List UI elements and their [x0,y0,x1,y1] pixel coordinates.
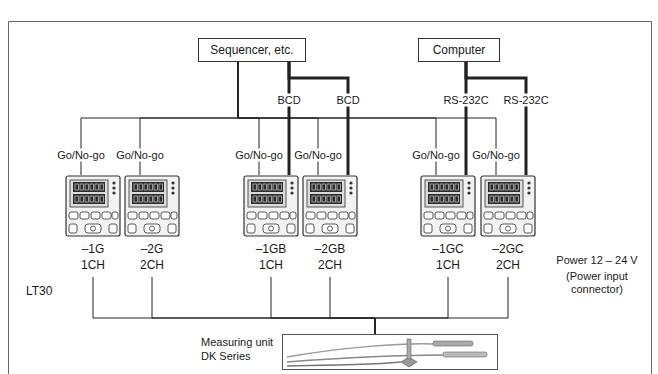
frame-border [9,22,652,374]
signal-label: Go/No-go [470,149,522,162]
model-name: LT30 [26,284,52,299]
node-text: –1G [64,241,122,257]
signal-line [271,277,375,334]
node-text: 2CH [123,257,181,273]
controller-unit: –1G1CH [65,175,121,274]
node-text: Computer [433,43,486,57]
device-box: Sequencer, etc. [198,38,306,62]
node-text: Measuring unit DK Series [201,335,277,363]
controller-unit: –2G2CH [124,175,180,274]
probe-photo [283,335,497,369]
signal-line [375,277,508,334]
controller-illustration [480,175,536,237]
signal-label: Go/No-go [410,149,462,162]
signal-label: RS-232C [501,94,550,107]
signal-line [375,277,448,334]
controller-illustration [65,175,121,237]
signal-label: Go/No-go [292,149,344,162]
node-text: –1GB [242,241,300,257]
signal-label: BCD [275,94,302,107]
node-text: –2G [123,241,181,257]
power-note: Power 12 – 24 V [548,254,646,267]
node-text: 1CH [64,257,122,273]
node-text: 1CH [419,257,477,273]
signal-line [330,277,375,334]
signal-label: RS-232C [441,94,490,107]
measuring-unit: Measuring unit DK Series [282,334,498,370]
node-text: Sequencer, etc. [210,43,293,57]
model-caption: –2GB2CH [301,241,359,273]
signal-line [93,277,375,334]
model-caption: –2GC2CH [479,241,537,273]
data-cable [466,62,526,175]
controller-unit: –1GC1CH [420,175,476,274]
model-caption: –1G1CH [64,241,122,273]
model-caption: –1GC1CH [419,241,477,273]
model-caption: –2G2CH [123,241,181,273]
controller-unit: –2GC2CH [480,175,536,274]
device-box: Computer [418,38,500,62]
node-text: 1CH [242,257,300,273]
signal-label: BCD [334,94,361,107]
data-cable [289,62,348,175]
controller-illustration [243,175,299,237]
controller-illustration [124,175,180,237]
node-text: –2GC [479,241,537,257]
signal-label: Go/No-go [233,149,285,162]
node-text: 2CH [301,257,359,273]
controller-illustration [420,175,476,237]
signal-label: Go/No-go [55,149,107,162]
power-note: (Power input connector) [548,270,646,296]
controller-illustration [302,175,358,237]
node-text: –1GC [419,241,477,257]
model-caption: –1GB1CH [242,241,300,273]
node-text: –2GB [301,241,359,257]
controller-unit: –2GB2CH [302,175,358,274]
signal-label: Go/No-go [114,149,166,162]
node-text: 2CH [479,257,537,273]
signal-line [152,277,375,334]
controller-unit: –1GB1CH [243,175,299,274]
